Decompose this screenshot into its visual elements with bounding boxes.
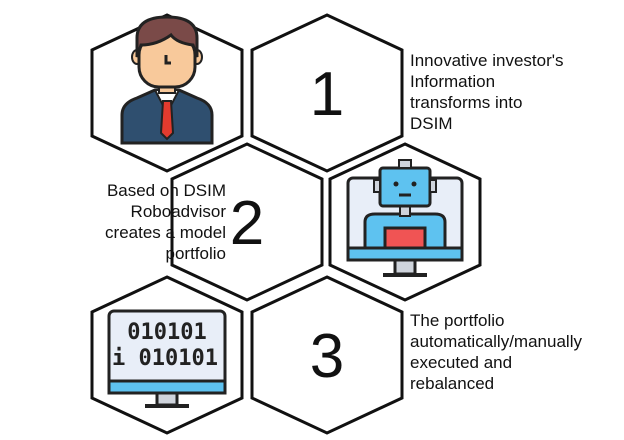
step-2-description: Based on DSIM Roboadvisor creates a mode… [105,180,226,264]
text-line: Based on DSIM [106,181,226,200]
step-3-description: The portfolio automatically/manually exe… [410,310,582,394]
text-line: transforms into [410,93,523,112]
text-line: Information [410,72,496,91]
text-line: rebalanced [410,374,495,393]
hexagon-investor [90,13,244,173]
text-line: Roboadvisor [130,202,226,221]
investor-avatar-icon [120,15,214,145]
text-line: DSIM [410,114,453,133]
text-line: portfolio [165,244,226,263]
binary-monitor-icon: 010101 i 010101 [107,309,227,408]
text-line: Innovative investor's [410,51,564,70]
hexagon-robot [328,142,482,302]
hexagon-step-3: 3 [250,275,404,435]
hexagon-step-2: 2 [170,142,324,302]
robot-monitor-icon [346,159,464,277]
step-number-3: 3 [310,322,344,391]
text-line: The portfolio [410,311,505,330]
text-line: executed and [410,353,513,372]
binary-row-1: 010101 [127,320,206,345]
hexagon-computer: 010101 i 010101 [90,275,244,435]
step-number-1: 1 [310,60,344,129]
text-line: creates a model [105,223,226,242]
text-line: automatically/manually [410,332,582,351]
hexagon-step-1: 1 [250,13,404,173]
binary-row-2: i 010101 [112,346,218,371]
step-1-description: Innovative investor's Information transf… [410,50,564,134]
step-number-2: 2 [230,189,264,258]
